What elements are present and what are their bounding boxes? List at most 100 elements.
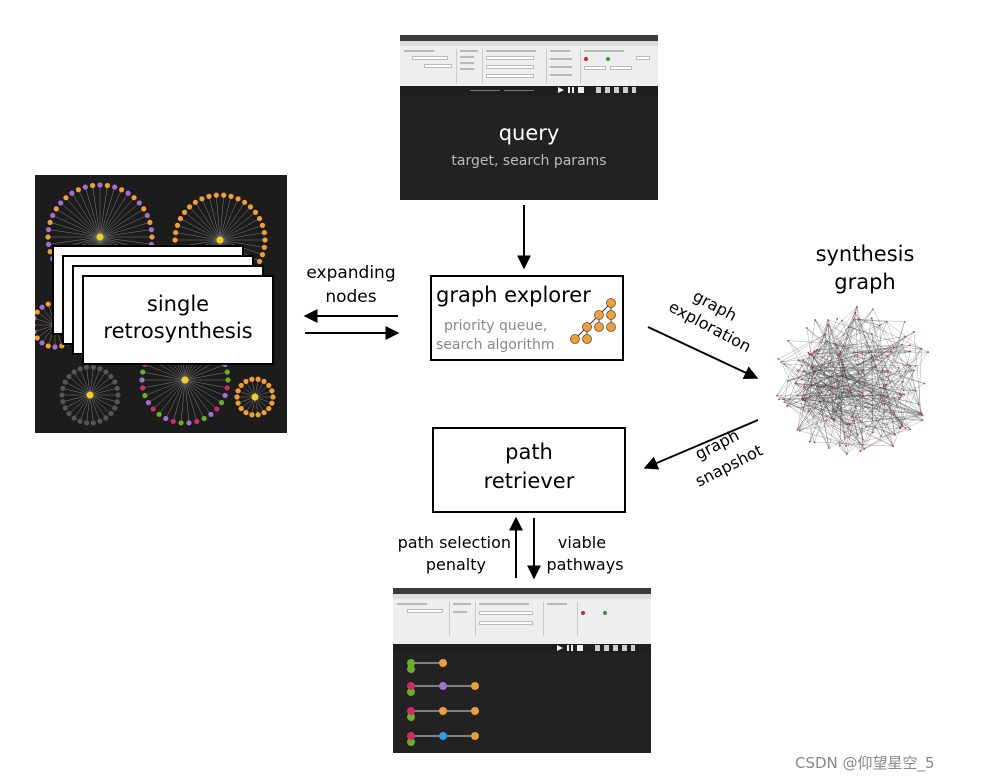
graph-node <box>800 378 803 381</box>
graph-node <box>802 406 805 409</box>
tree-node <box>222 392 228 399</box>
graph-edge <box>802 400 901 429</box>
graph-edge <box>850 325 880 391</box>
tree-edge <box>148 379 186 403</box>
graph-node <box>909 365 912 368</box>
tree-node <box>249 412 255 418</box>
tree-node <box>224 385 230 391</box>
graph-node <box>817 391 820 394</box>
graph-edge <box>778 358 834 389</box>
tree-edge <box>50 222 101 238</box>
graph-edge <box>809 417 832 442</box>
tree-node <box>186 204 193 210</box>
tree-edge <box>99 222 150 238</box>
tree-node <box>221 192 227 198</box>
tree-edge <box>73 394 91 419</box>
stop-icon <box>578 87 584 93</box>
graph-node <box>822 399 825 402</box>
graph-node <box>875 364 877 367</box>
graph-node <box>920 412 923 415</box>
tree-node <box>269 400 275 406</box>
graph-node <box>908 344 911 347</box>
tree-edge <box>89 368 101 396</box>
tree-node <box>75 187 81 193</box>
tree-node <box>62 379 68 385</box>
graph-edge <box>784 401 847 455</box>
graph-edge <box>801 331 915 400</box>
tree-edge <box>52 215 101 238</box>
tree-node <box>82 184 88 190</box>
graph-edge <box>799 430 865 449</box>
graph-node <box>845 445 847 447</box>
graph-node <box>909 428 912 431</box>
graph-edge <box>898 383 925 398</box>
graph-edge <box>776 360 799 396</box>
graph-node <box>815 379 818 382</box>
tree-node <box>140 385 146 391</box>
graph-edge <box>810 344 903 368</box>
tree-edge <box>165 379 186 419</box>
tree-node <box>224 369 230 375</box>
graph-node <box>861 351 864 354</box>
graph-node <box>909 350 912 353</box>
pathway-start-node <box>407 688 415 696</box>
graph-edge <box>832 331 915 389</box>
graph-node <box>796 369 799 372</box>
tree-edge <box>177 225 221 241</box>
pause-icon <box>567 645 569 651</box>
graph-edge <box>865 426 911 430</box>
graph-edge <box>885 384 911 430</box>
tree-node <box>145 400 152 406</box>
tree-node <box>149 234 155 240</box>
tree-edge <box>99 202 140 238</box>
graph-edge <box>900 370 914 428</box>
graph-node <box>830 417 833 419</box>
tree-node <box>243 409 249 416</box>
tree-node <box>59 392 65 398</box>
query-form <box>400 46 658 86</box>
graph-edge <box>827 324 914 371</box>
graph-edge <box>783 392 819 400</box>
tree-edge <box>56 208 101 238</box>
viable-line2: pathways <box>546 555 624 574</box>
graph-node <box>870 350 873 353</box>
graph-edge <box>826 340 899 369</box>
pathway-node <box>407 682 415 690</box>
graph-node <box>913 330 915 333</box>
graph-edge <box>864 432 874 449</box>
graph-node <box>870 332 873 335</box>
pathway-node <box>471 682 479 690</box>
graph-node <box>859 420 862 422</box>
graph-edge <box>823 400 852 417</box>
graph-node <box>783 400 786 403</box>
graph-edge <box>809 351 911 355</box>
graph-node <box>835 379 838 382</box>
graph-edge <box>778 334 826 360</box>
graph-edge <box>827 324 835 388</box>
graph-edge <box>781 334 826 363</box>
tree-node <box>252 209 259 215</box>
graph-node <box>870 354 873 357</box>
graph-node <box>825 340 828 343</box>
graph-edge <box>828 319 872 335</box>
graph-edge <box>853 319 905 323</box>
graph-edge <box>892 390 917 447</box>
graph-node <box>814 319 817 321</box>
graph-edge <box>848 390 873 419</box>
graph-edge <box>821 364 923 421</box>
graph-edge <box>784 380 789 402</box>
tree-edge <box>184 364 226 381</box>
tree-node <box>261 229 267 236</box>
tree-edge <box>219 198 239 241</box>
tree-node <box>103 369 109 375</box>
graph-edge <box>818 392 894 416</box>
tree-node <box>89 182 96 189</box>
pathway-node <box>439 659 447 667</box>
graph-edge <box>827 324 841 354</box>
explorer-subtitle-line2: search algorithm <box>436 337 555 353</box>
pathways-screenshot <box>393 588 651 753</box>
graph-node <box>825 415 828 417</box>
tree-node <box>114 385 120 391</box>
tree-node <box>62 405 68 411</box>
graph-node <box>914 364 917 367</box>
